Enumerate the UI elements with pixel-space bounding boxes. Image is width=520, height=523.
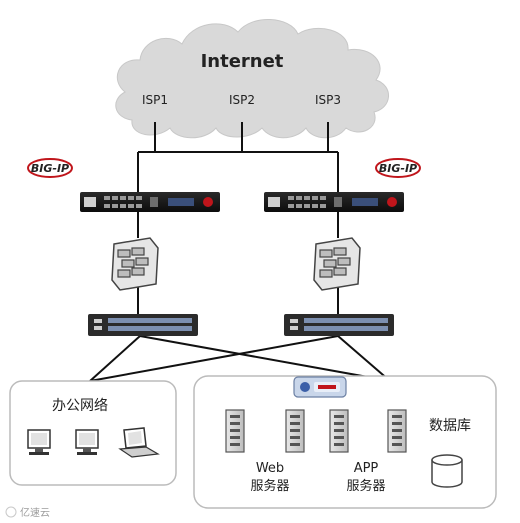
isp3-label: ISP3 (315, 93, 341, 107)
app-server-label-line1: APP (354, 461, 379, 476)
desktop-computer-icon (75, 429, 99, 455)
storage-drive-icon (293, 376, 347, 398)
office-zone: 办公网络 (9, 380, 177, 486)
isp2-label: ISP2 (229, 93, 255, 107)
watermark-text: 亿速云 (20, 506, 50, 519)
bigip-logo-right-text: BIG-IP (379, 162, 417, 175)
web-server-icon (285, 409, 305, 453)
office-zone-label: 办公网络 (52, 398, 108, 414)
bigip-logo-right: BIG-IP (375, 158, 421, 178)
bigip-device-right (264, 192, 404, 212)
switch-left (88, 314, 198, 336)
watermark: 亿速云 (5, 506, 50, 519)
bigip-device-left (80, 192, 220, 212)
bigip-logo-left-text: BIG-IP (31, 162, 69, 175)
internet-cloud: Internet ISP1 ISP2 ISP3 (115, 19, 389, 139)
app-server-icon (387, 409, 407, 453)
isp1-label: ISP1 (142, 93, 168, 107)
firewall-right (313, 237, 361, 291)
connection-lines (89, 122, 391, 382)
datacenter-zone: Web 服务器 APP 服务器 数据库 (193, 375, 497, 509)
firewall-left (111, 237, 159, 291)
web-server-icon (225, 409, 245, 453)
database-icon (431, 454, 463, 488)
switch-right (284, 314, 394, 336)
app-server-icon (329, 409, 349, 453)
web-server-label-line2: 服务器 (250, 478, 289, 494)
internet-title: Internet (201, 51, 284, 72)
web-server-label-line1: Web (256, 461, 284, 476)
app-server-label-line2: 服务器 (346, 478, 385, 494)
laptop-icon (118, 427, 160, 458)
database-label: 数据库 (429, 418, 471, 434)
desktop-computer-icon (27, 429, 51, 455)
bigip-logo-left: BIG-IP (27, 158, 73, 178)
